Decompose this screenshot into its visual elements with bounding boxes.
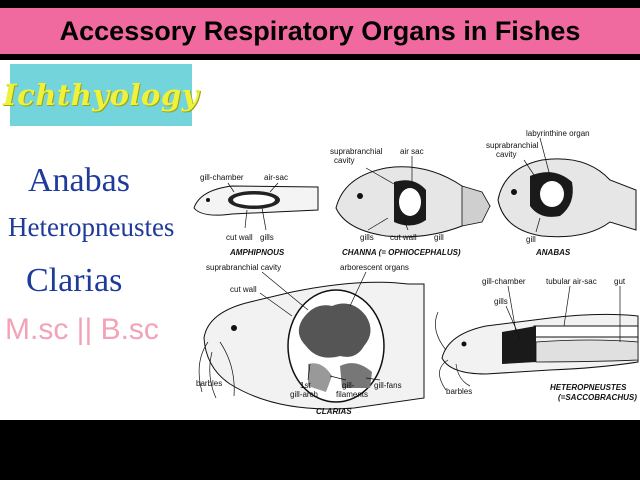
anabas-caption: ANABAS	[535, 248, 571, 257]
channa-leader-gills	[367, 217, 389, 231]
anabas-label-gill: gill	[526, 235, 536, 244]
clarias-arborescent-organs	[298, 303, 371, 358]
clarias-eye	[231, 325, 237, 331]
channa-label-air-sac: air sac	[400, 147, 424, 156]
heteropneustes-label-barbles: barbles	[446, 387, 472, 396]
amphipnous-label-gill-chamber: gill-chamber	[200, 173, 244, 182]
heteropneustes-barble-2	[439, 359, 449, 391]
heteropneustes-label-gills: gills	[494, 297, 508, 306]
channa-label-cavity: cavity	[334, 156, 354, 165]
clarias-leader-gill-filaments	[329, 375, 347, 381]
heteropneustes-leader-air-sac	[563, 285, 571, 327]
heteropneustes-barble-3	[455, 363, 471, 387]
clarias-barble-2	[209, 351, 217, 399]
channa-label-cut-wall: cut wall	[390, 233, 417, 242]
clarias-label-suprabranchial-cavity: suprabranchial cavity	[206, 263, 281, 272]
anabas-leader-gill	[535, 217, 541, 233]
heteropneustes-gut	[535, 339, 639, 363]
channa-air-sac-inner	[399, 188, 421, 216]
channa-eye	[357, 193, 363, 199]
fish-respiratory-diagram: gill-chamber air-sac cut wall gills AMPH…	[193, 129, 639, 416]
clarias-caption: CLARIAS	[316, 407, 352, 416]
heteropneustes-leader-gills	[505, 305, 521, 339]
page-title: Accessory Respiratory Organs in Fishes	[59, 15, 581, 46]
clarias-label-cut-wall: cut wall	[230, 285, 257, 294]
amphipnous-leader-air-sac	[269, 182, 279, 193]
title-banner: Accessory Respiratory Organs in Fishes	[0, 8, 640, 54]
amphipnous-label-cut-wall: cut wall	[226, 233, 253, 242]
anabas-label-suprabranchial: suprabranchial	[486, 141, 539, 150]
channa-caption: CHANNA (= OPHIOCEPHALUS)	[342, 248, 461, 257]
heteropneustes-label-gut: gut	[614, 277, 626, 286]
channa-leader-cavity	[365, 167, 395, 185]
heteropneustes-caption-2: (=SACCOBRACHUS)	[558, 393, 637, 402]
amphipnous-air-sac-inner	[233, 194, 275, 206]
heteropneustes-label-tubular-air-sac: tubular air-sac	[546, 277, 597, 286]
figure-heteropneustes: gill-chamber tubular air-sac gut gills b…	[435, 277, 639, 402]
clarias-label-filaments: filaments	[336, 390, 368, 399]
anabas-leader-labyrinth	[539, 137, 551, 177]
channa-label-gills: gills	[360, 233, 374, 242]
heteropneustes-gill-chamber	[502, 326, 536, 364]
clarias-label-gill: gill-	[342, 381, 355, 390]
clarias-label-gill-fans: gill-fans	[374, 381, 402, 390]
anabas-eye	[511, 189, 517, 195]
clarias-leader-gill-arch	[307, 363, 311, 381]
amphipnous-leader-cut-wall	[244, 209, 248, 229]
anabas-label-cavity: cavity	[496, 150, 516, 159]
course-label: M.sc || B.sc	[5, 313, 159, 346]
genus-anabas: Anabas	[28, 162, 130, 199]
clarias-label-gill-arch: gill-arch	[290, 390, 318, 399]
clarias-label-barbles: barbles	[196, 379, 222, 388]
amphipnous-eye	[206, 198, 210, 202]
heteropneustes-barble-1	[435, 311, 447, 351]
clarias-gill-filaments	[308, 363, 332, 392]
amphipnous-label-air-sac: air-sac	[264, 173, 288, 182]
clarias-leader-arborescent	[349, 271, 367, 307]
figure-anabas: labyrinthine organ suprabranchial cavity…	[486, 129, 637, 257]
clarias-leader-cavity	[261, 271, 309, 311]
channa-label-gill: gill	[434, 233, 444, 242]
amphipnous-leader-gill-chamber	[227, 182, 235, 193]
heteropneustes-leader-gill-chamber	[507, 285, 517, 333]
clarias-leader-cut-wall	[259, 292, 293, 317]
anabas-label-labyrinthine-organ: labyrinthine organ	[526, 129, 590, 138]
anabas-leader-cavity	[523, 159, 537, 179]
heteropneustes-label-gill-chamber: gill-chamber	[482, 277, 526, 286]
heteropneustes-eye	[461, 341, 467, 347]
channa-label-suprabranchial: suprabranchial	[330, 147, 383, 156]
heteropneustes-tubular-air-sac	[533, 325, 639, 338]
figure-channa: suprabranchial cavity air sac gills cut …	[330, 147, 491, 257]
clarias-barble-1	[198, 341, 209, 393]
channa-tail	[461, 185, 491, 227]
subject-badge-text: Ichthyology	[3, 78, 199, 112]
figure-amphipnous: gill-chamber air-sac cut wall gills AMPH…	[193, 173, 319, 257]
amphipnous-caption: AMPHIPNOUS	[229, 248, 285, 257]
clarias-barble-3	[219, 341, 235, 397]
genus-clarias: Clarias	[26, 262, 123, 299]
figure-clarias: suprabranchial cavity arborescent organs…	[196, 263, 425, 416]
heteropneustes-caption: HETEROPNEUSTES	[550, 383, 627, 392]
subject-badge: Ichthyology	[3, 64, 198, 126]
clarias-gill-fans	[340, 363, 372, 388]
amphipnous-label-gills: gills	[260, 233, 274, 242]
anabas-labyrinth-inner	[540, 181, 564, 207]
clarias-leader-gill-fans	[365, 377, 381, 381]
clarias-label-1st: 1st	[300, 381, 311, 390]
amphipnous-leader-gills	[261, 207, 267, 231]
channa-leader-cut-wall	[403, 219, 409, 231]
genus-heteropneustes: Heteropneustes	[8, 212, 175, 242]
clarias-label-arborescent-organs: arborescent organs	[340, 263, 409, 272]
